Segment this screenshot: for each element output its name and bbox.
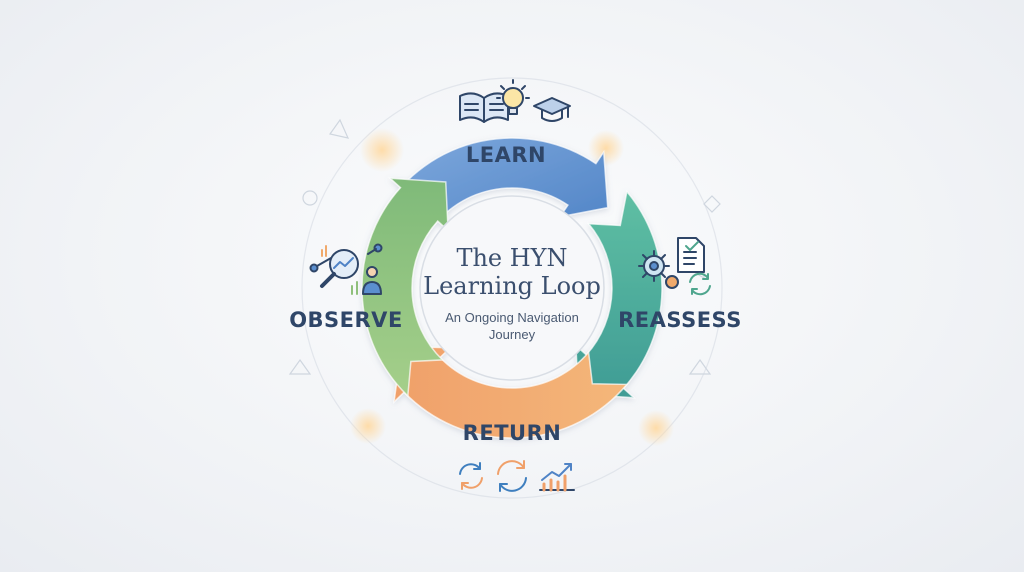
- glow-accent: [588, 130, 624, 166]
- lightbulb-icon: [496, 79, 530, 115]
- ring-segment-return: [392, 345, 629, 439]
- person-chart-icon: [351, 266, 382, 295]
- ring-segment-observe: [361, 177, 449, 398]
- center-title-line1: The HYN: [456, 244, 567, 272]
- open-book-icon: [459, 92, 509, 123]
- center-circle: [419, 195, 605, 381]
- glow-accent: [360, 128, 404, 172]
- stage-label-observe: OBSERVE: [289, 308, 403, 332]
- refresh-arrows-icon: [689, 272, 711, 296]
- stage-label-return: RETURN: [463, 421, 562, 445]
- observe-icons: [309, 243, 383, 295]
- magnifying-glass-icon: [320, 249, 359, 288]
- circular-arrows-icon: [497, 460, 527, 492]
- glow-accent: [638, 410, 674, 446]
- learn-icons: [459, 79, 571, 123]
- loop-ring: [361, 137, 663, 439]
- network-nodes-icon: [309, 243, 383, 273]
- checklist-document-icon: [677, 237, 705, 273]
- stage-label-reassess: REASSESS: [618, 308, 742, 332]
- center-subtitle-line1: An Ongoing Navigation: [445, 310, 579, 325]
- glow-accent: [350, 408, 386, 444]
- reassess-icons: [638, 237, 711, 296]
- graduation-cap-icon: [533, 97, 571, 122]
- circular-arrows-icon: [459, 462, 483, 490]
- gears-icon: [638, 250, 679, 289]
- ring-segment-reassess: [575, 189, 663, 399]
- center-title-line2: Learning Loop: [423, 272, 601, 300]
- center-subtitle-line2: Journey: [489, 327, 536, 342]
- stage-label-learn: LEARN: [466, 143, 546, 167]
- return-icons: [459, 460, 575, 492]
- rising-bar-chart-icon: [539, 463, 575, 492]
